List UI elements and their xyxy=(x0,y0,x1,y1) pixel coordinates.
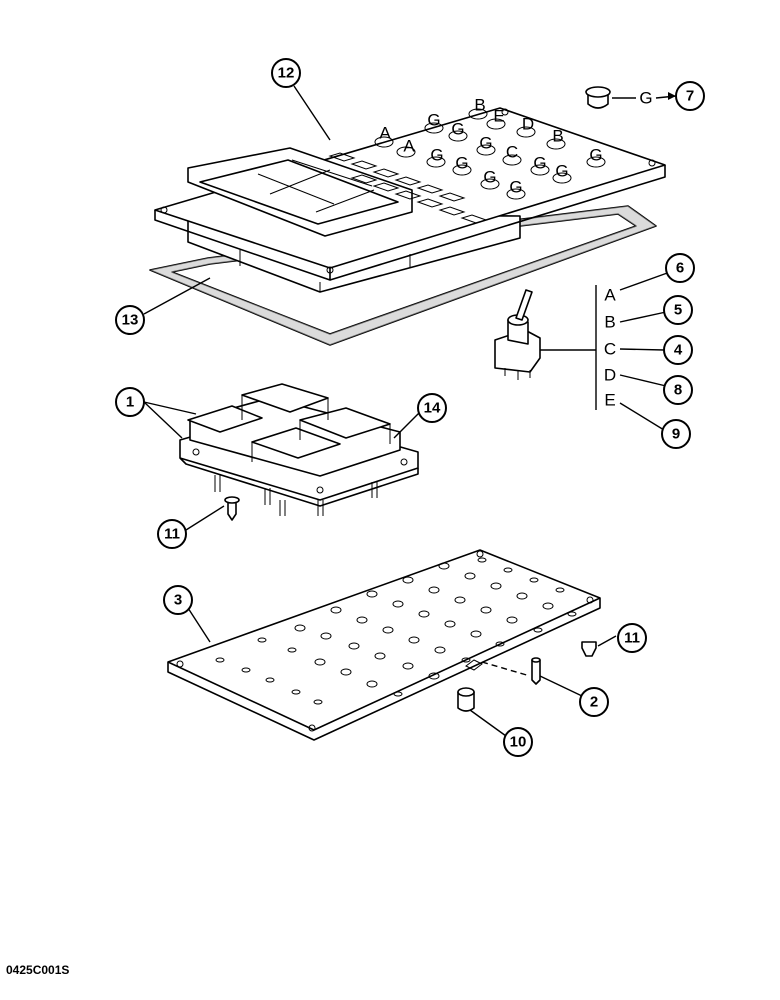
callout-2: 2 xyxy=(579,687,609,717)
callout-12: 12 xyxy=(271,58,301,88)
svg-text:8: 8 xyxy=(674,382,682,399)
callout-13: 13 xyxy=(115,305,145,335)
bulb xyxy=(531,657,541,685)
panel-letter-g-3: G xyxy=(430,146,443,165)
svg-text:5: 5 xyxy=(674,302,682,319)
svg-text:11: 11 xyxy=(164,526,180,543)
board-perforations xyxy=(215,557,577,705)
svg-text:4: 4 xyxy=(674,342,683,359)
svg-text:9: 9 xyxy=(672,426,680,443)
gauge-module xyxy=(179,383,419,516)
callout-8: 8 xyxy=(663,375,693,405)
callout-4: 4 xyxy=(663,335,693,365)
svg-text:10: 10 xyxy=(510,734,527,751)
panel-letter-g-5: G xyxy=(479,134,492,153)
panel-letter-a: A xyxy=(379,124,391,143)
panel-letter-a-2: A xyxy=(403,137,415,156)
panel-letter-g-7: G xyxy=(555,162,568,181)
panel-letter-d: D xyxy=(522,115,534,134)
plug: G xyxy=(585,86,677,109)
gasket xyxy=(149,205,657,346)
panel-letter-g-10: G xyxy=(509,178,522,197)
bulb-socket xyxy=(457,687,475,712)
callout-9: 9 xyxy=(661,419,691,449)
circuit-board xyxy=(167,549,601,741)
svg-text:7: 7 xyxy=(686,88,694,105)
panel-letter-g-4: G xyxy=(455,154,468,173)
panel-housing xyxy=(149,107,666,346)
svg-text:6: 6 xyxy=(676,260,684,277)
svg-text:14: 14 xyxy=(424,400,441,417)
callout-11-upper: 11 xyxy=(157,519,187,549)
position-c: C xyxy=(604,340,616,359)
callout-3: 3 xyxy=(163,585,193,615)
screw-upper xyxy=(224,496,240,521)
leader-lines xyxy=(143,85,617,737)
panel-letter-b-2: B xyxy=(552,127,563,146)
screw-lower xyxy=(581,641,597,657)
callout-11-lower: 11 xyxy=(617,623,647,653)
callout-1: 1 xyxy=(115,387,145,417)
position-a: A xyxy=(604,286,616,305)
panel-letter-g-9: G xyxy=(483,168,496,187)
svg-text:12: 12 xyxy=(278,65,295,82)
callouts: 12 7 6 5 4 8 9 13 xyxy=(115,58,705,757)
panel-letter-g-6: G xyxy=(533,154,546,173)
callout-5: 5 xyxy=(663,295,693,325)
callout-14: 14 xyxy=(417,393,447,423)
panel-letter-b: B xyxy=(474,96,485,115)
svg-text:3: 3 xyxy=(174,592,182,609)
position-b: B xyxy=(604,313,615,332)
svg-text:1: 1 xyxy=(126,394,134,411)
toggle-switch xyxy=(494,285,597,410)
switch-position-list: A B C D E xyxy=(604,271,671,431)
svg-text:11: 11 xyxy=(624,630,640,647)
callout-10: 10 xyxy=(503,727,533,757)
plug-letter-g: G xyxy=(639,89,652,108)
svg-text:13: 13 xyxy=(122,312,139,329)
position-e: E xyxy=(604,391,615,410)
panel-letter-g-2: G xyxy=(451,120,464,139)
panel-letter-g: G xyxy=(427,111,440,130)
panel-letter-e: E xyxy=(493,107,504,126)
svg-text:2: 2 xyxy=(590,694,598,711)
panel-letters: A A B B C D E G G G G G G G G G G xyxy=(379,96,602,197)
callout-6: 6 xyxy=(665,253,695,283)
panel-letter-c: C xyxy=(506,143,518,162)
panel-letter-g-8: G xyxy=(589,146,602,165)
callout-7: 7 xyxy=(675,81,705,111)
drawing-code: 0425C001S xyxy=(6,963,69,977)
position-d: D xyxy=(604,366,616,385)
